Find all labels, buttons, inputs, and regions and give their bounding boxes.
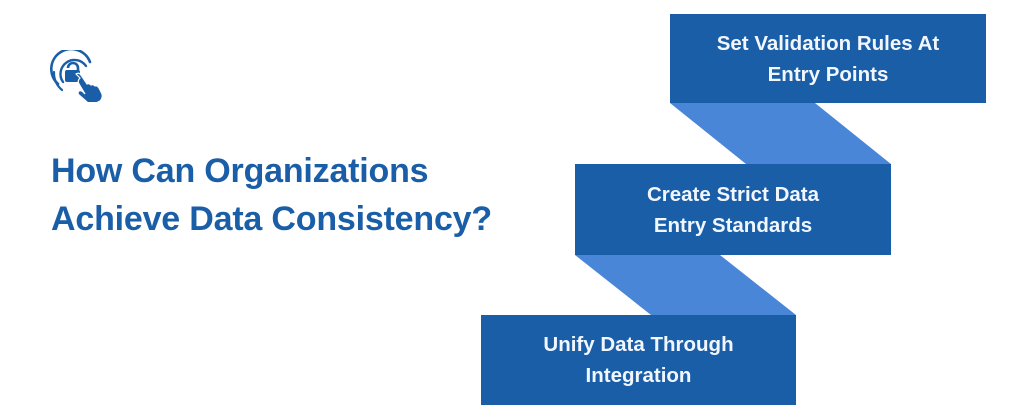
touch-lock-icon (50, 47, 106, 105)
step-box-1: Set Validation Rules At Entry Points (670, 14, 986, 103)
step-2-line-1: Create Strict Data (646, 182, 820, 206)
connector-2-3 (575, 255, 796, 315)
step-1-line-2: Entry Points (767, 62, 889, 86)
step-2-line-2: Entry Standards (653, 213, 813, 237)
step-3-line-2: Integration (585, 364, 692, 387)
step-box-3: Unify Data Through Integration (481, 315, 796, 405)
headline: How Can Organizations Achieve Data Consi… (51, 147, 492, 243)
connector-1-2 (670, 103, 891, 164)
step-1-line-1: Set Validation Rules At (716, 31, 940, 55)
step-box-2: Create Strict Data Entry Standards (575, 164, 891, 255)
step-3-line-1: Unify Data Through (543, 333, 734, 356)
headline-line-2: Achieve Data Consistency? (51, 200, 492, 238)
headline-line-1: How Can Organizations (51, 152, 429, 190)
